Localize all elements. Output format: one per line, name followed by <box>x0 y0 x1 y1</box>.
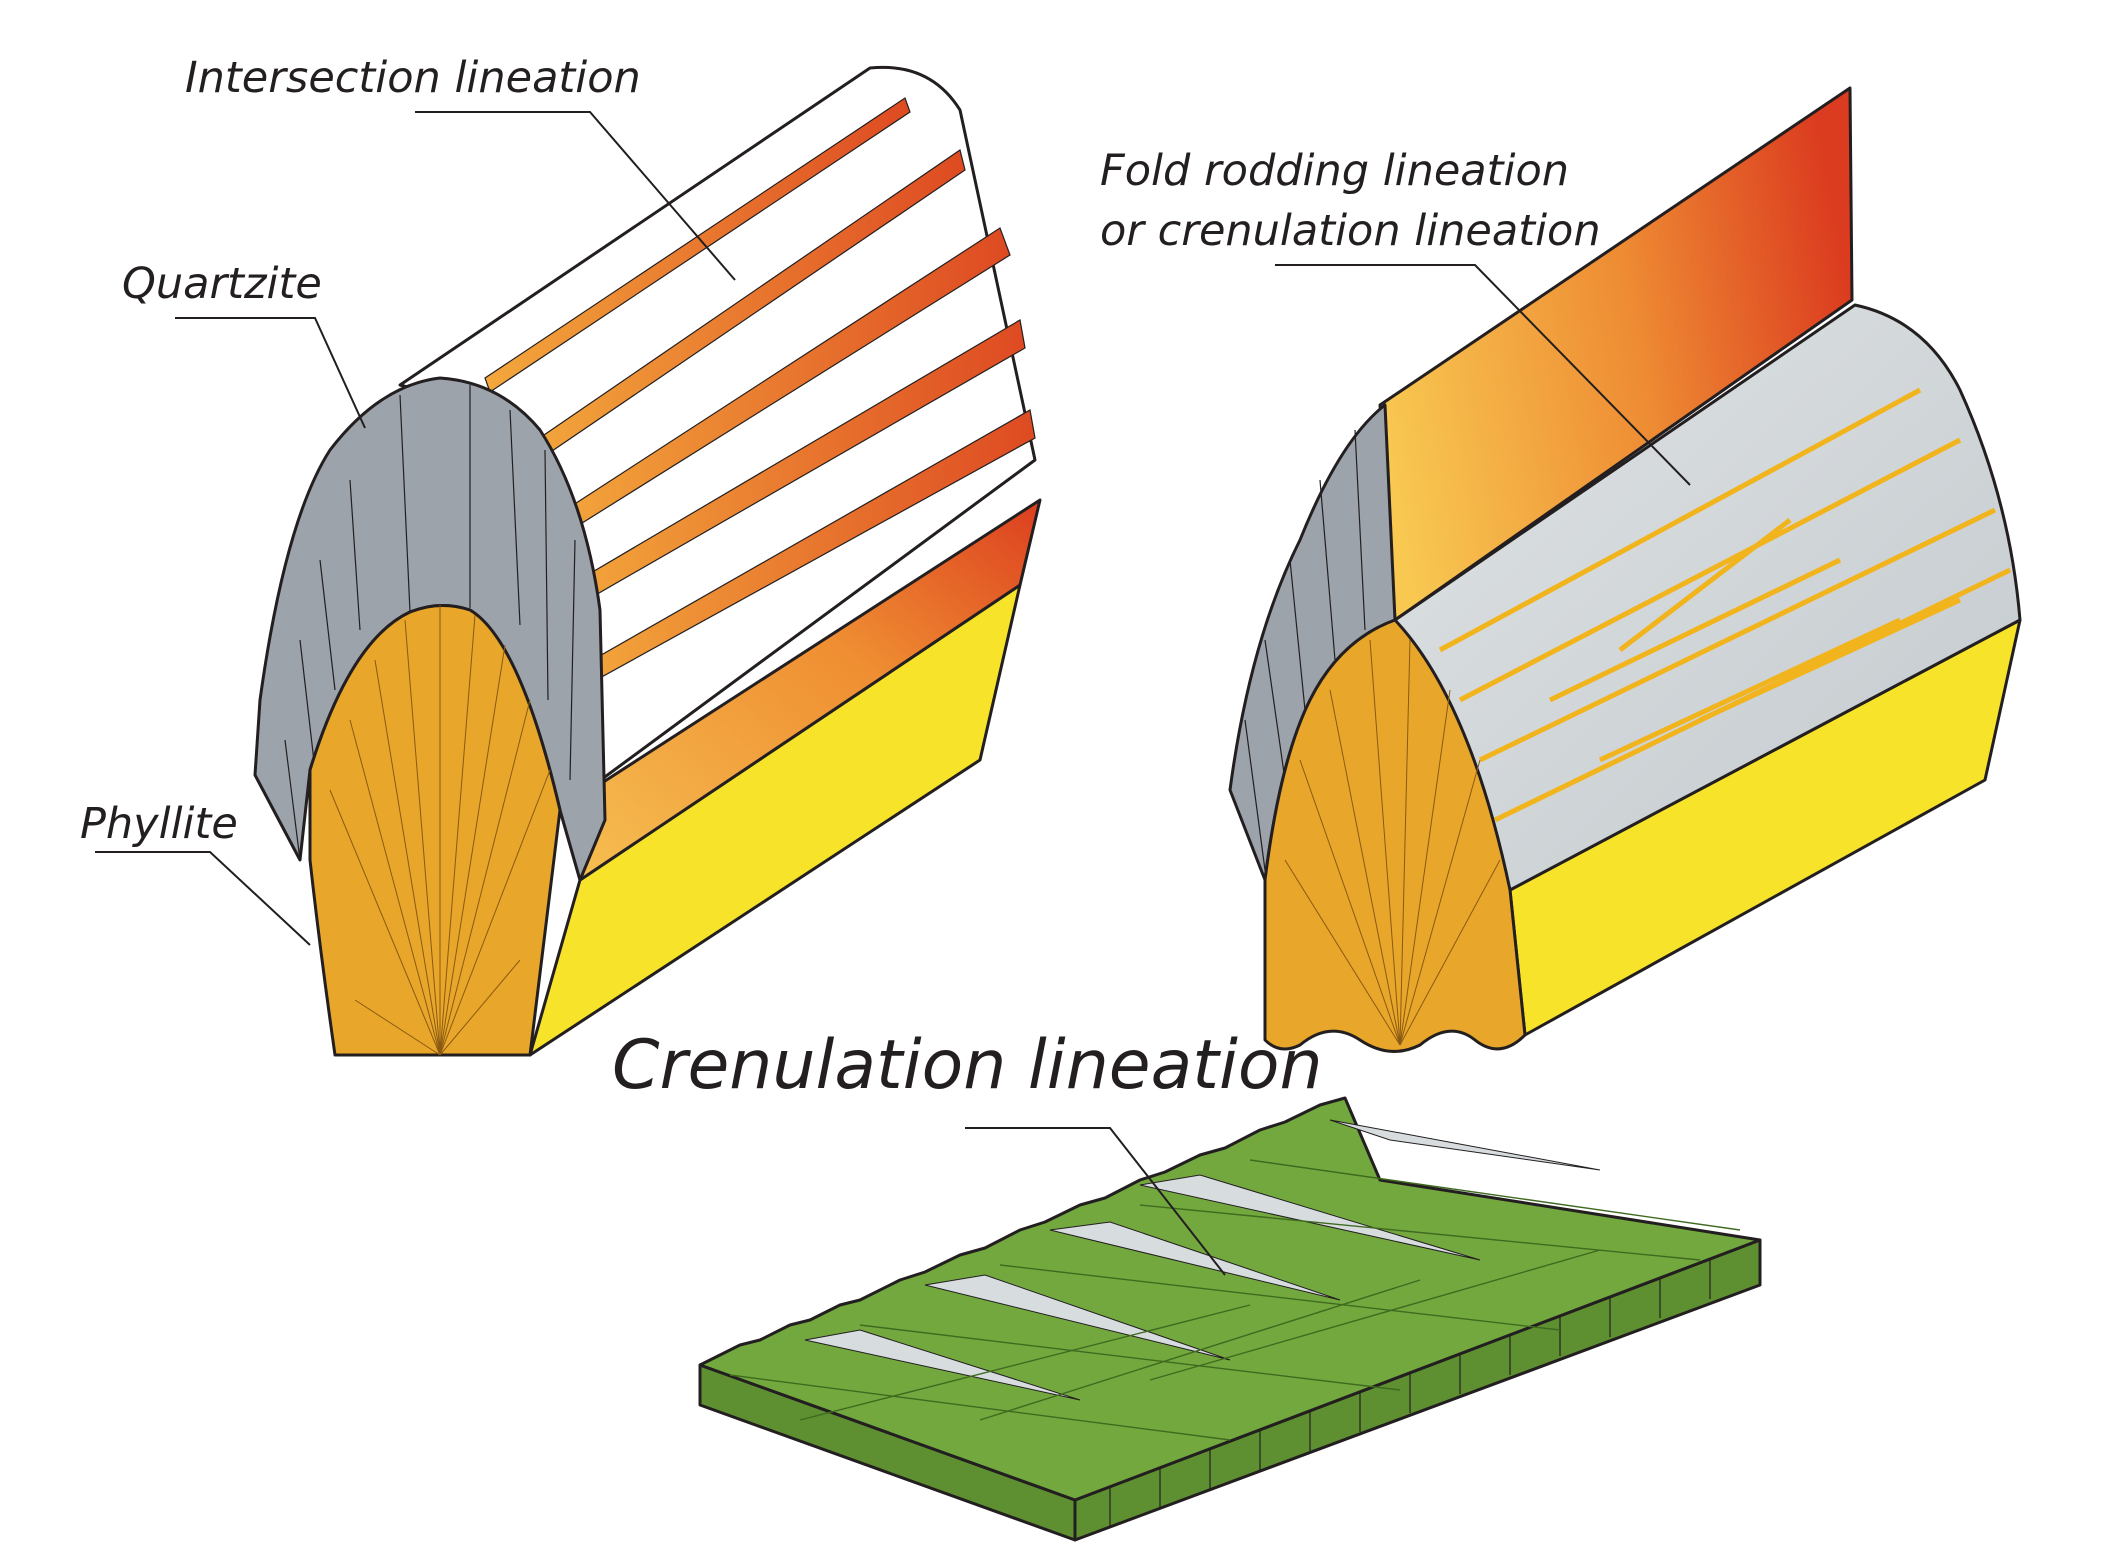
label-phyllite: Phyllite <box>80 799 238 849</box>
leader-quartzite <box>175 317 366 429</box>
crenulation-streaks <box>1438 387 2012 823</box>
leader-phyllite <box>95 851 311 946</box>
leader-lines <box>95 111 1691 1276</box>
right-phyllite-cleavage <box>1284 639 1501 1046</box>
slab-lineation-lines <box>729 1159 1741 1441</box>
crenulation-slab <box>698 1096 1762 1542</box>
right-phyllite-core <box>1263 618 1527 1053</box>
label-fold-rodding-line1: Fold rodding lineation <box>1100 146 1569 196</box>
leader-intersection <box>415 111 736 281</box>
slab-side-crenulations <box>1109 1259 1711 1527</box>
slab-top-surface <box>698 1096 1762 1502</box>
intersection-lineation-strips <box>484 97 1036 691</box>
quartzite-segments <box>284 385 576 861</box>
label-fold-rodding-line2: or crenulation lineation <box>1100 206 1601 256</box>
label-crenulation-lineation: Crenulation lineation <box>612 1026 1323 1105</box>
phyllite-cleavage <box>329 605 551 1056</box>
label-quartzite: Quartzite <box>122 259 322 309</box>
phyllite-core <box>308 604 562 1057</box>
leader-fold-rodding <box>1275 264 1691 486</box>
right-fold-block <box>1228 86 2022 1053</box>
leader-crenulation <box>965 1127 1226 1276</box>
labels: Intersection lineation Quartzite Phyllit… <box>80 53 1601 1105</box>
slab-lineation-wedges <box>804 1119 1601 1401</box>
label-intersection-lineation: Intersection lineation <box>185 53 641 103</box>
left-fold-block <box>253 65 1042 1057</box>
right-quartzite-segments <box>1244 429 1366 871</box>
